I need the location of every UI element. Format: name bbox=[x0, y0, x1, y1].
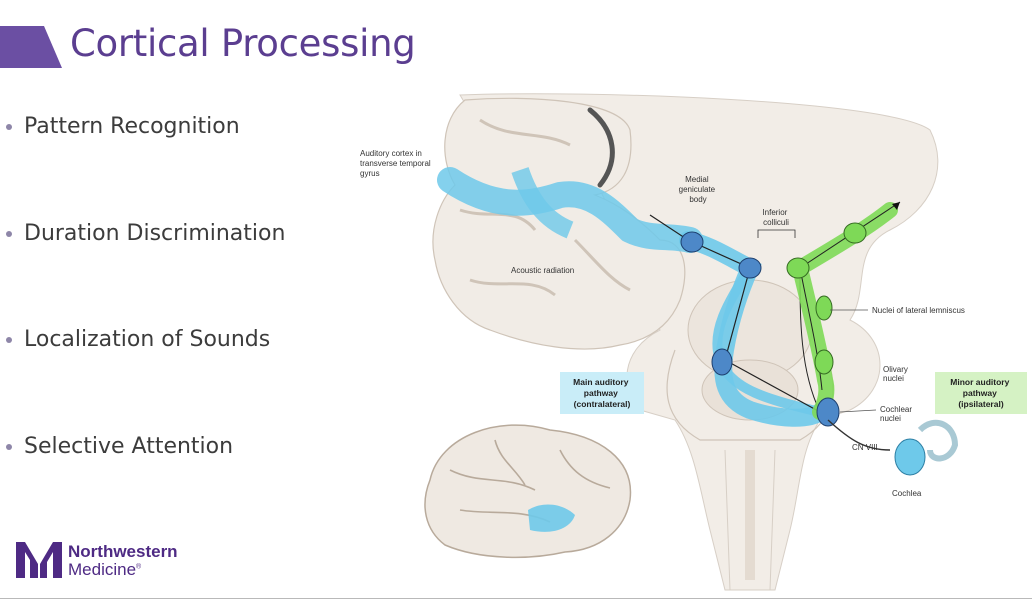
main-pathway-box bbox=[560, 372, 644, 414]
bullet-item: Duration Discrimination bbox=[6, 221, 285, 246]
bullet-item: Pattern Recognition bbox=[6, 114, 240, 139]
auditory-pathway-figure: Main auditory pathway (contralateral) Mi… bbox=[360, 93, 1027, 591]
cortex-section bbox=[432, 97, 703, 350]
bullet-dot bbox=[6, 336, 12, 343]
cochlea-label: Cochlea bbox=[892, 489, 922, 498]
bullet-text: Pattern Recognition bbox=[24, 114, 240, 139]
lateral-brain-illustration bbox=[424, 424, 632, 559]
main-pathway-label: Main auditory pathway (contralateral) bbox=[573, 377, 631, 409]
minor-pathway-box bbox=[935, 372, 1027, 414]
bullet-dot bbox=[6, 230, 12, 237]
bullet-text: Selective Attention bbox=[24, 434, 234, 459]
cochlea-illustration bbox=[827, 419, 959, 476]
logo-line1: Northwestern bbox=[68, 541, 178, 561]
slide-title: Cortical Processing bbox=[70, 22, 416, 65]
bullet-text: Duration Discrimination bbox=[24, 221, 286, 246]
cochlear-nuclei-label: Cochlear nuclei bbox=[880, 405, 914, 423]
acoustic-radiation-label: Acoustic radiation bbox=[511, 266, 574, 275]
pathway-nuclei bbox=[680, 222, 867, 427]
logo-line2-text: Medicine bbox=[68, 559, 137, 579]
bullet-list: Pattern Recognition Duration Discriminat… bbox=[0, 0, 360, 500]
logo-wordmark: Northwestern Medicine® bbox=[68, 543, 178, 578]
bullet-dot bbox=[6, 443, 12, 450]
nm-logo-mark bbox=[16, 542, 62, 578]
northwestern-medicine-logo: Northwestern Medicine® bbox=[16, 542, 178, 578]
bullet-text: Localization of Sounds bbox=[24, 327, 271, 352]
bullet-dot bbox=[6, 123, 12, 130]
bullet-item: Selective Attention bbox=[6, 434, 233, 459]
logo-registered-mark: ® bbox=[136, 562, 142, 570]
bottom-divider bbox=[0, 598, 1032, 599]
lateral-lemniscus-label: Nuclei of lateral lemniscus bbox=[872, 306, 965, 315]
medial-geniculate-label: Medial geniculate body bbox=[679, 175, 718, 204]
title-wedge-shape bbox=[0, 26, 62, 68]
minor-pathway-label: Minor auditory pathway (ipsilateral) bbox=[950, 377, 1011, 409]
logo-line2: Medicine® bbox=[68, 561, 178, 578]
inferior-colliculi-label: Inferior colliculi bbox=[762, 208, 789, 227]
olivary-nuclei-label: Olivary nuclei bbox=[883, 365, 910, 383]
auditory-cortex-label: Auditory cortex in transverse temporal g… bbox=[360, 149, 433, 178]
cn-viii-label: CN VIII bbox=[852, 443, 878, 452]
bullet-item: Localization of Sounds bbox=[6, 327, 270, 352]
